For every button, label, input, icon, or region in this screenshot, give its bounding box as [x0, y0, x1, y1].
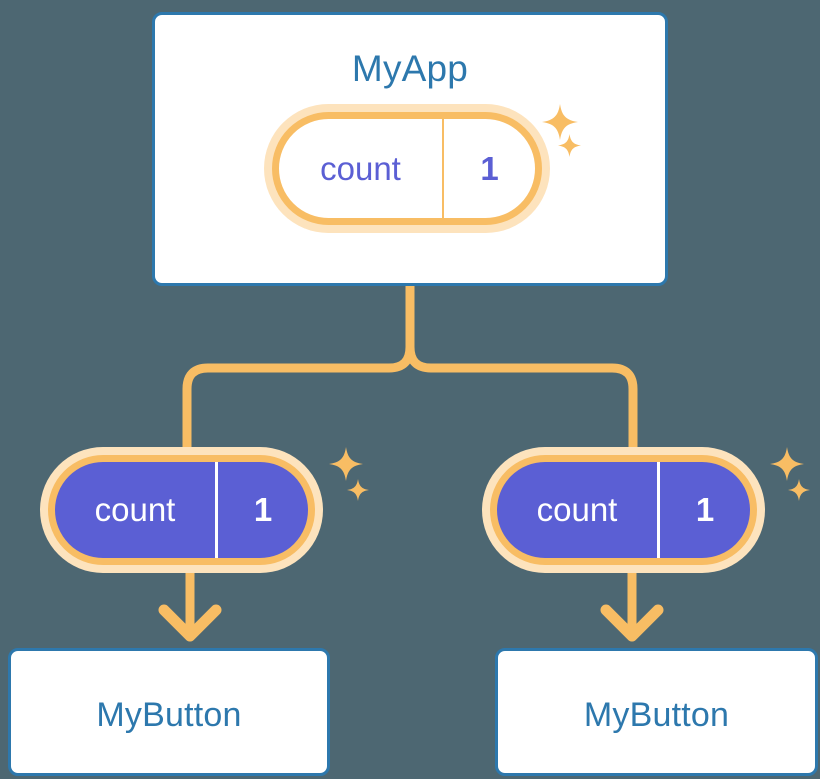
- state-pill-value: 1: [253, 491, 273, 528]
- state-pill-key: count: [279, 119, 444, 218]
- mybutton-component-card-right[interactable]: MyButton: [495, 648, 818, 776]
- sparkle-four-point-small-icon: [347, 479, 369, 501]
- sparkle-four-point-icon: [770, 447, 804, 481]
- arrow-down-icon: [158, 604, 222, 642]
- state-pill[interactable]: count 1: [272, 112, 542, 225]
- sparkle-four-point-icon: [329, 447, 363, 481]
- mybutton-title: MyButton: [96, 696, 242, 734]
- state-pill-value: 1: [480, 149, 499, 187]
- state-pill-key: count: [55, 462, 218, 558]
- state-pill[interactable]: count 1: [48, 455, 315, 565]
- myapp-title: MyApp: [351, 48, 469, 89]
- state-pill[interactable]: count 1: [490, 455, 757, 565]
- myapp-component-card[interactable]: MyApp: [152, 12, 668, 286]
- mybutton-title: MyButton: [583, 696, 730, 734]
- state-pill-root[interactable]: count 1: [272, 112, 542, 225]
- state-pill-child-right[interactable]: count 1: [490, 455, 757, 565]
- arrow-down-icon: [600, 604, 664, 642]
- state-pill-key: count: [497, 462, 660, 558]
- sparkle-four-point-small-icon: [788, 479, 810, 501]
- state-pill-child-left[interactable]: count 1: [48, 455, 315, 565]
- mybutton-component-card-left[interactable]: MyButton: [8, 648, 330, 776]
- state-pill-value: 1: [695, 491, 715, 528]
